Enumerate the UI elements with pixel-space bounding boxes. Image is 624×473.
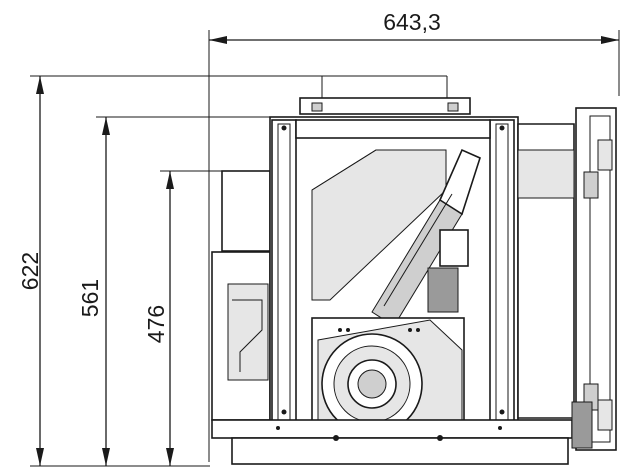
base-right-connector	[571, 401, 593, 449]
height-mid-label: 561	[77, 279, 103, 317]
hopper-top-edge	[311, 149, 446, 191]
top-bracket-tab-right	[447, 102, 459, 112]
fan-bolt-1	[338, 328, 342, 332]
frame-bolt-bottom-right	[499, 409, 505, 415]
base-upper-plate	[211, 419, 573, 439]
fan-hub	[357, 369, 387, 399]
back-panel-inset	[227, 283, 269, 381]
front-door-latch-top	[597, 139, 613, 171]
side-housing-top-panel	[517, 149, 575, 199]
height-overall-arrow-bottom	[36, 448, 44, 466]
fan-bolt-2	[346, 328, 350, 332]
fan-bolt-3	[408, 328, 412, 332]
back-panel-detail	[232, 299, 263, 372]
height-inner-dimension: 476	[143, 170, 270, 466]
height-mid-arrow-top	[102, 117, 110, 135]
top-bracket	[299, 75, 471, 115]
width-label: 643,3	[383, 9, 441, 35]
frame-top-beam	[295, 119, 491, 139]
width-dimension: 643,3	[208, 9, 620, 462]
top-bracket-plate	[299, 97, 471, 115]
auger-tube-line	[383, 193, 453, 307]
frame-bolt-top-right	[499, 125, 505, 131]
fan-bolt-4	[416, 328, 420, 332]
base-bolt-4	[498, 426, 502, 430]
base-bolt-left	[333, 435, 339, 441]
height-mid-arrow-bottom	[102, 448, 110, 466]
base-bolt-right	[437, 435, 443, 441]
width-arrow-left	[209, 36, 227, 44]
front-door-glass-edge	[589, 115, 611, 443]
height-inner-arrow-top	[166, 171, 174, 189]
width-arrow-right	[601, 36, 619, 44]
height-mid-dimension: 561	[77, 116, 272, 466]
base	[211, 401, 593, 465]
base-bolt-3	[276, 426, 280, 430]
base-lower-plate	[231, 437, 569, 465]
frame-bolt-bottom-left	[281, 409, 287, 415]
front-door	[575, 107, 617, 451]
height-inner-arrow-bottom	[166, 448, 174, 466]
frame-post-left	[271, 119, 297, 431]
top-bracket-tab-left	[311, 102, 323, 112]
fan-housing	[311, 317, 465, 435]
front-door-hinge-top	[583, 171, 599, 199]
height-overall-dimension: 622	[17, 75, 322, 467]
back-panel-upper	[221, 170, 271, 252]
auger-gearbox	[439, 229, 469, 267]
stove-body	[211, 75, 617, 465]
auger-motor	[427, 267, 459, 313]
height-overall-arrow-top	[36, 76, 44, 94]
frame-bolt-top-left	[281, 125, 287, 131]
front-door-latch-bottom	[597, 399, 613, 431]
height-inner-label: 476	[143, 305, 169, 343]
height-overall-label: 622	[17, 252, 43, 290]
frame-post-right	[489, 119, 515, 431]
